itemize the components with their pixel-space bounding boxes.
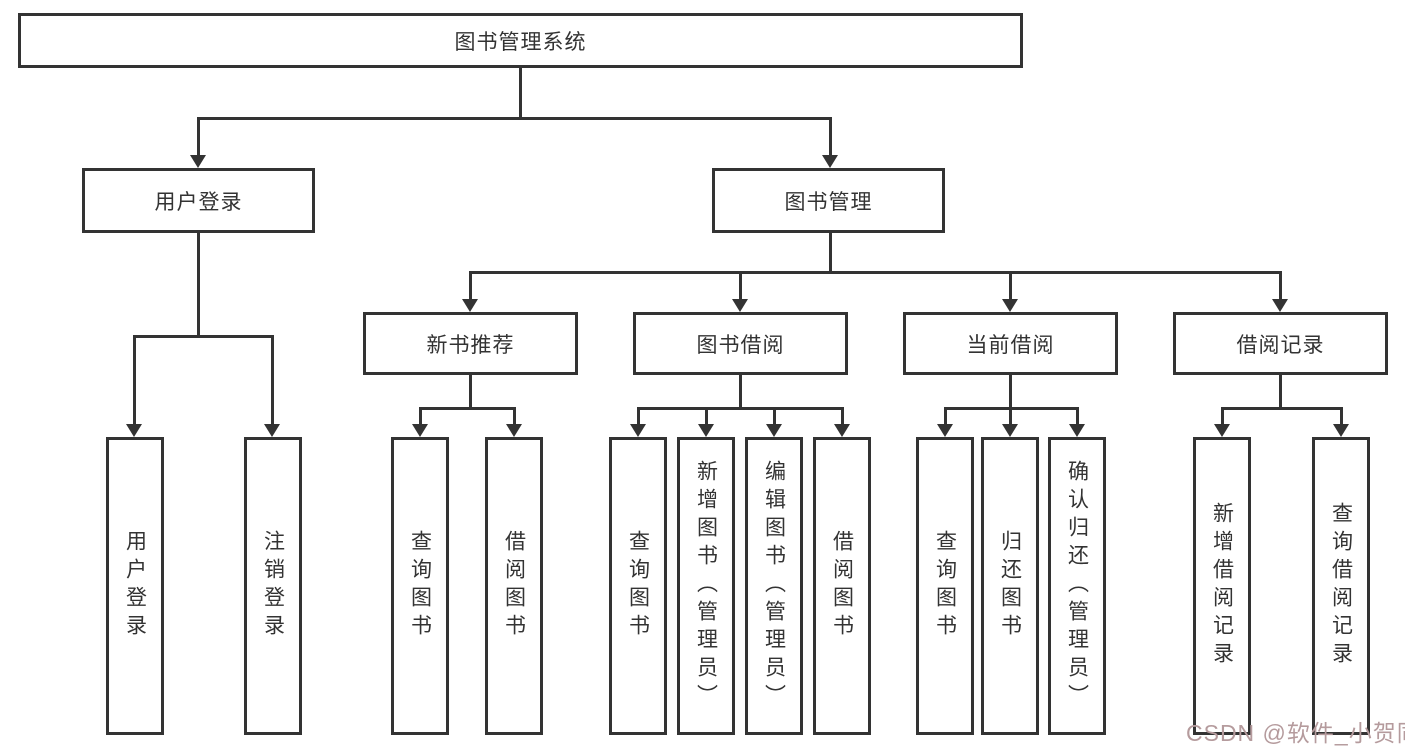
node-library-system: 图书管理系统 (18, 13, 1023, 68)
arrowhead-book-borrow (732, 299, 748, 312)
leaf-records-add-label: 新增借阅记录 (1210, 502, 1234, 670)
connector-currentborrow-stub (1009, 372, 1012, 410)
arrowhead-cb1 (937, 424, 953, 437)
node-current-borrow-label: 当前借阅 (966, 333, 1055, 357)
arrowhead-current-borrow (1002, 299, 1018, 312)
arrowhead-cb3 (1069, 424, 1085, 437)
connector-drop-br1 (1221, 407, 1224, 427)
node-new-books-label: 新书推荐 (426, 333, 515, 357)
leaf-current-confirm: 确认归还（管理员） (1048, 437, 1106, 735)
connector-bookborrow-rail (637, 407, 844, 410)
connector-borrowrecords-stub (1279, 372, 1282, 410)
leaf-records-query-label: 查询借阅记录 (1329, 502, 1353, 670)
node-current-borrow: 当前借阅 (903, 312, 1118, 375)
node-book-borrow: 图书借阅 (633, 312, 848, 375)
node-book-mgmt-label: 图书管理 (784, 190, 873, 214)
arrowhead-bb4 (834, 424, 850, 437)
arrowhead-user-login (190, 155, 206, 168)
arrowhead-leaf-logout (264, 424, 280, 437)
leaf-records-add: 新增借阅记录 (1193, 437, 1251, 735)
connector-drop-bb3 (773, 407, 776, 427)
connector-level2-rail (197, 117, 832, 120)
arrowhead-book-mgmt (822, 155, 838, 168)
connector-drop-book-borrow (739, 271, 742, 302)
connector-userlogin-stub (197, 230, 200, 338)
connector-drop-user-login (197, 117, 200, 158)
arrowhead-bb1 (630, 424, 646, 437)
connector-drop-nb2 (513, 407, 516, 427)
arrowhead-new-books (462, 299, 478, 312)
leaf-current-confirm-label: 确认归还（管理员） (1065, 460, 1089, 712)
leaf-current-query: 查询图书 (916, 437, 974, 735)
leaf-logout-label: 注销登录 (261, 530, 285, 642)
leaf-borrow-edit-label: 编辑图书（管理员） (762, 460, 786, 712)
connector-level3-rail (469, 271, 1282, 274)
connector-bookborrow-stub (739, 372, 742, 410)
node-user-login: 用户登录 (82, 168, 315, 233)
leaf-newbooks-query: 查询图书 (391, 437, 449, 735)
connector-drop-current-borrow (1009, 271, 1012, 302)
arrowhead-br2 (1333, 424, 1349, 437)
connector-borrowrecords-rail (1221, 407, 1343, 410)
connector-root-stub (519, 65, 522, 120)
connector-drop-nb1 (419, 407, 422, 427)
connector-drop-leaf-login (133, 335, 136, 427)
leaf-newbooks-borrow: 借阅图书 (485, 437, 543, 735)
leaf-borrow-add-label: 新增图书（管理员） (694, 460, 718, 712)
leaf-user-login-label: 用户登录 (123, 530, 147, 642)
connector-newbooks-stub (469, 372, 472, 410)
connector-drop-cb2 (1009, 407, 1012, 427)
arrowhead-leaf-login (126, 424, 142, 437)
arrowhead-cb2 (1002, 424, 1018, 437)
leaf-borrow-book-label: 借阅图书 (830, 530, 854, 642)
node-borrow-records: 借阅记录 (1173, 312, 1388, 375)
connector-drop-bb2 (705, 407, 708, 427)
connector-drop-leaf-logout (271, 335, 274, 427)
connector-drop-new-books (469, 271, 472, 302)
connector-drop-cb1 (944, 407, 947, 427)
connector-newbooks-rail (419, 407, 516, 410)
connector-drop-bb4 (841, 407, 844, 427)
leaf-current-return-label: 归还图书 (998, 530, 1022, 642)
connector-drop-bb1 (637, 407, 640, 427)
leaf-newbooks-borrow-label: 借阅图书 (502, 530, 526, 642)
arrowhead-br1 (1214, 424, 1230, 437)
node-user-login-label: 用户登录 (154, 190, 243, 214)
arrowhead-bb2 (698, 424, 714, 437)
leaf-logout: 注销登录 (244, 437, 302, 735)
connector-bookmgmt-stub (829, 230, 832, 274)
leaf-user-login: 用户登录 (106, 437, 164, 735)
connector-drop-cb3 (1076, 407, 1079, 427)
node-book-mgmt: 图书管理 (712, 168, 945, 233)
watermark: CSDN @软件_小贺同学 (1186, 720, 1405, 746)
arrowhead-nb1 (412, 424, 428, 437)
leaf-borrow-edit: 编辑图书（管理员） (745, 437, 803, 735)
leaf-newbooks-query-label: 查询图书 (408, 530, 432, 642)
connector-drop-book-mgmt (829, 117, 832, 158)
leaf-current-query-label: 查询图书 (933, 530, 957, 642)
leaf-borrow-query-label: 查询图书 (626, 530, 650, 642)
node-new-books: 新书推荐 (363, 312, 578, 375)
leaf-borrow-book: 借阅图书 (813, 437, 871, 735)
connector-userlogin-rail (133, 335, 274, 338)
leaf-borrow-add: 新增图书（管理员） (677, 437, 735, 735)
leaf-borrow-query: 查询图书 (609, 437, 667, 735)
node-borrow-records-label: 借阅记录 (1236, 333, 1325, 357)
connector-drop-borrow-records (1279, 271, 1282, 302)
node-library-system-label: 图书管理系统 (454, 30, 587, 54)
leaf-current-return: 归还图书 (981, 437, 1039, 735)
arrowhead-borrow-records (1272, 299, 1288, 312)
arrowhead-nb2 (506, 424, 522, 437)
connector-drop-br2 (1340, 407, 1343, 427)
node-book-borrow-label: 图书借阅 (696, 333, 785, 357)
arrowhead-bb3 (766, 424, 782, 437)
leaf-records-query: 查询借阅记录 (1312, 437, 1370, 735)
